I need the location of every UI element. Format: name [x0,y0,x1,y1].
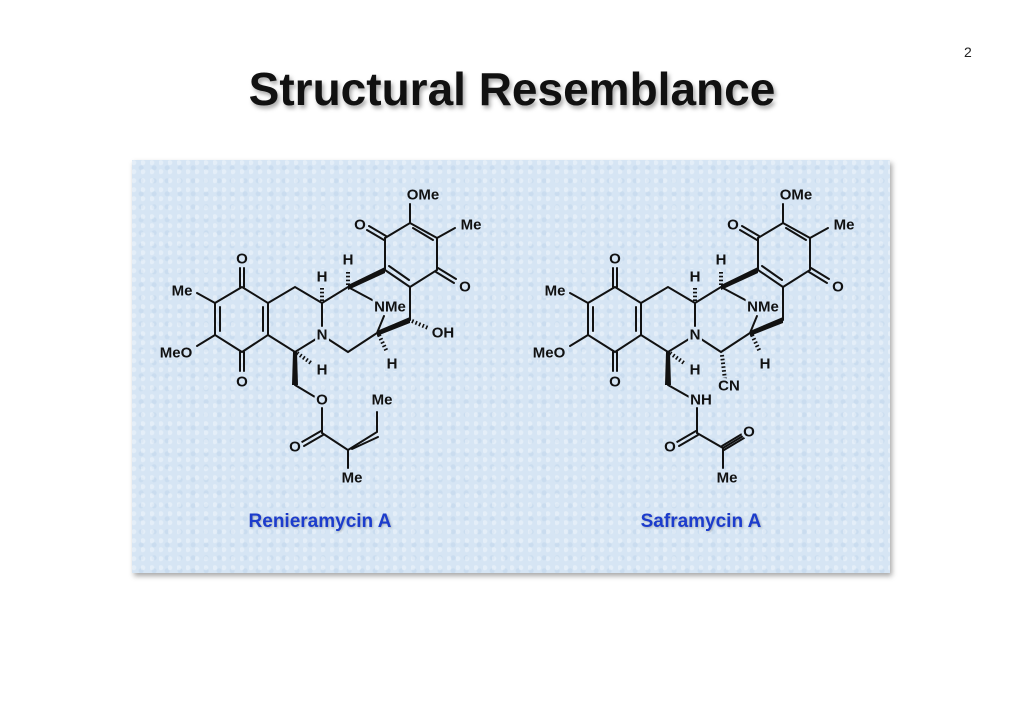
atom-label: O [316,392,328,409]
atom-label: O [354,217,366,234]
atom-label: O [609,251,621,268]
structure-panel [132,160,890,573]
saframycin-a-caption: Saframycin A [640,511,762,532]
atom-label: Me [172,283,193,300]
atom-label: H [716,252,727,269]
atom-label: Me [342,470,363,487]
atom-label: N [690,327,701,344]
atom-label: H [317,269,328,286]
atom-label: O [743,424,755,441]
atom-label: Me [717,470,738,487]
slide-title: Structural Resemblance [248,63,776,115]
renieramycin-a-caption: Renieramycin A [248,511,392,532]
saframycin-a-structure: O O Me MeO H H NMe N H H CN O OMe Me O N… [530,184,857,489]
atom-label: OMe [780,187,813,204]
atom-label: CN [718,378,740,395]
atom-label: H [690,362,701,379]
atom-label: O [664,439,676,456]
atom-label: O [289,439,301,456]
atom-label: OH [432,325,455,342]
atom-label: O [832,279,844,296]
page-number: 2 [964,44,972,60]
atom-label: Me [545,283,566,300]
atom-label: OMe [407,187,440,204]
atom-label: MeO [160,345,193,362]
atom-label: H [387,356,398,373]
atom-label: MeO [533,345,566,362]
atom-label: N [317,327,328,344]
renieramycin-a-structure: O O Me MeO H H NMe N H H OH O OMe Me O O… [157,184,484,489]
atom-label: NH [690,392,712,409]
atom-label: H [760,356,771,373]
atom-label: O [459,279,471,296]
atom-label: Me [834,217,855,234]
atom-label: H [690,269,701,286]
atom-label: NMe [747,299,779,316]
atom-label: Me [461,217,482,234]
atom-label: H [317,362,328,379]
atom-label: O [236,374,248,391]
atom-label: Me [372,392,393,409]
atom-label: O [609,374,621,391]
atom-label: H [343,252,354,269]
atom-label: NMe [374,299,406,316]
atom-label: O [236,251,248,268]
atom-label: O [727,217,739,234]
